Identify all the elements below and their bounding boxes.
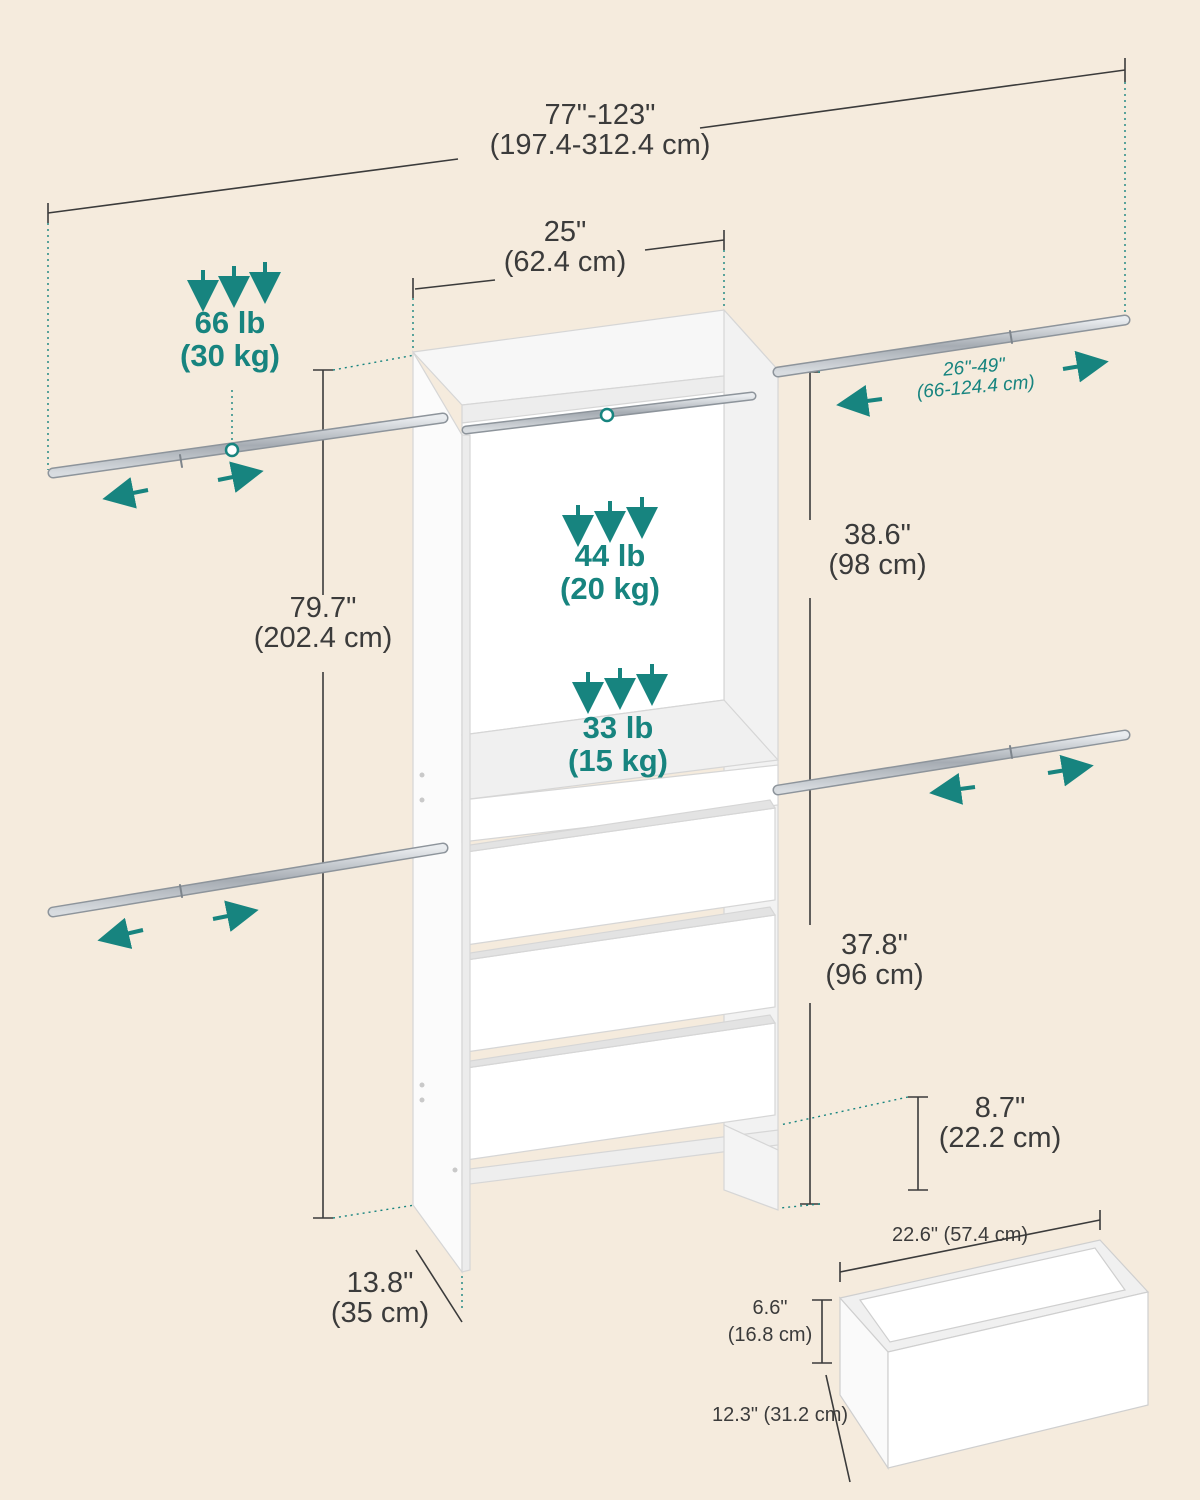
side-rod-load-lb: 66 lb xyxy=(194,305,266,340)
load-points xyxy=(224,407,615,458)
depth-in: 13.8" xyxy=(346,1267,414,1299)
side-holes xyxy=(419,772,458,1173)
unit-width-in: 25" xyxy=(543,216,587,248)
height-in: 79.7" xyxy=(289,592,357,624)
lower-right-rod xyxy=(772,729,1131,796)
base-height-label: 8.7" (22.2 cm) xyxy=(920,1093,1080,1154)
center-rod-load-lb: 44 lb xyxy=(574,538,646,573)
upper-left-rod xyxy=(47,412,449,479)
drawer-width-label: 22.6" (57.4 cm) xyxy=(891,1224,1029,1246)
total-width-cm: (197.4-312.4 cm) xyxy=(489,129,711,162)
base-height-cm: (22.2 cm) xyxy=(938,1122,1062,1155)
shelf-load-lb: 33 lb xyxy=(582,710,654,745)
drawer-height-in: 6.6" xyxy=(752,1297,788,1319)
closet-unit xyxy=(411,308,780,1274)
depth-label: 13.8" (35 cm) xyxy=(310,1268,450,1329)
guide-lines xyxy=(47,82,1126,1312)
dimension-lines xyxy=(47,58,1126,1483)
load-arrow-icon xyxy=(187,262,668,714)
total-width-label: 77"-123" (197.4-312.4 cm) xyxy=(440,100,760,161)
upper-rod-height-label: 38.6" (98 cm) xyxy=(790,520,965,581)
unit-width-cm: (62.4 cm) xyxy=(503,246,627,279)
lower-rod-height-in: 37.8" xyxy=(841,929,908,961)
shelf-load-label: 33 lb (15 kg) xyxy=(548,710,688,778)
lower-rod-height-label: 37.8" (96 cm) xyxy=(787,930,962,991)
lower-rod-height-cm: (96 cm) xyxy=(825,959,924,992)
upper-right-rod xyxy=(772,314,1131,378)
base-height-in: 8.7" xyxy=(974,1092,1026,1124)
upper-rod-height-in: 38.6" xyxy=(844,519,911,551)
drawer-height-cm: (16.8 cm) xyxy=(727,1324,813,1346)
side-rod-load-label: 66 lb (30 kg) xyxy=(160,305,300,373)
total-width-in: 77"-123" xyxy=(544,99,656,131)
adjust-arrow-left-icon xyxy=(97,385,976,949)
lower-left-rod xyxy=(47,842,449,918)
upper-rod-height-cm: (98 cm) xyxy=(828,549,927,582)
depth-cm: (35 cm) xyxy=(330,1297,430,1330)
center-rod-load-label: 44 lb (20 kg) xyxy=(540,538,680,606)
center-rod-load-kg: (20 kg) xyxy=(560,570,660,606)
height-cm: (202.4 cm) xyxy=(253,622,393,655)
unit-width-label: 25" (62.4 cm) xyxy=(460,217,670,278)
height-label: 79.7" (202.4 cm) xyxy=(213,593,433,654)
drawer-depth-label: 12.3" (31.2 cm) xyxy=(711,1404,849,1426)
adjust-arrow-right-icon xyxy=(212,350,1109,932)
hanging-rods xyxy=(47,314,1131,918)
side-rod-load-kg: (30 kg) xyxy=(180,337,280,373)
shelf-load-kg: (15 kg) xyxy=(568,742,668,778)
drawer-detail xyxy=(838,1239,1150,1471)
drawer-height-label: 6.6" (16.8 cm) xyxy=(715,1298,825,1346)
